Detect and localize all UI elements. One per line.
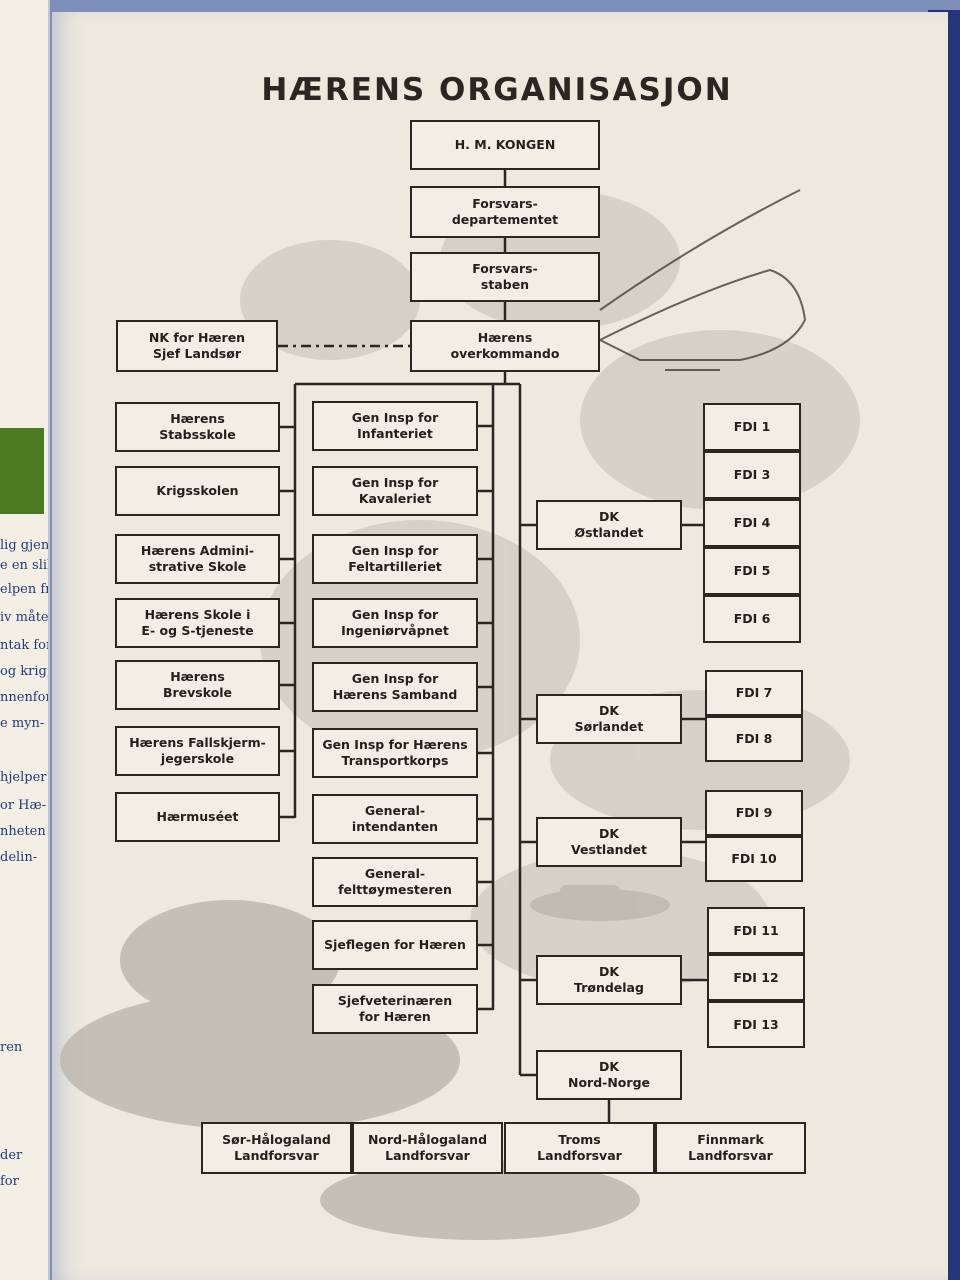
box-school: Krigsskolen — [115, 466, 280, 516]
left-page-text: delin- — [0, 850, 38, 865]
left-page-text: hjelper — [0, 770, 47, 785]
box-school: Hærens Brevskole — [115, 660, 280, 710]
box-inspector: Gen Insp for Hærens Transportkorps — [312, 728, 478, 778]
box-district-command: DK Trøndelag — [536, 955, 682, 1005]
box-district-command: DK Østlandet — [536, 500, 682, 550]
box-district-command: DK Nord-Norge — [536, 1050, 682, 1100]
box-inspector: Gen Insp for Infanteriet — [312, 401, 478, 451]
box-school: Hærmuséet — [115, 792, 280, 842]
left-page: lig gjen- e en slik elpen fr iv måte nta… — [0, 0, 50, 1280]
box-fdi: FDI 12 — [707, 954, 805, 1001]
tank-turret — [560, 885, 620, 903]
box-overkommando: Hærens overkommando — [410, 320, 600, 372]
box-fdi: FDI 10 — [705, 836, 803, 882]
box-landforsvar: Nord-Hålogaland Landforsvar — [352, 1122, 503, 1174]
left-page-text: og krig, — [0, 664, 50, 679]
box-school: Hærens Fallskjerm- jegerskole — [115, 726, 280, 776]
box-district-command: DK Vestlandet — [536, 817, 682, 867]
left-page-text: nheten — [0, 824, 46, 839]
box-inspector: General- intendanten — [312, 794, 478, 844]
box-fdi: FDI 7 — [705, 670, 803, 716]
box-inspector: Gen Insp for Hærens Samband — [312, 662, 478, 712]
box-fdi: FDI 3 — [703, 451, 801, 499]
box-fdi: FDI 11 — [707, 907, 805, 954]
left-page-text: ntak for — [0, 638, 50, 653]
left-page-text: lig gjen- — [0, 538, 50, 553]
box-school: Hærens Admini- strative Skole — [115, 534, 280, 584]
left-page-text: or Hæ- — [0, 798, 47, 813]
page-title: HÆRENS ORGANISASJON — [261, 72, 733, 108]
box-inspector: Gen Insp for Feltartilleriet — [312, 534, 478, 584]
green-band — [0, 428, 44, 514]
box-fdi: FDI 6 — [703, 595, 801, 643]
box-fdi: FDI 8 — [705, 716, 803, 762]
soldier-figure — [120, 900, 340, 1020]
left-page-text: der — [0, 1148, 23, 1163]
box-inspector: Gen Insp for Ingeniørvåpnet — [312, 598, 478, 648]
box-fdi: FDI 9 — [705, 790, 803, 836]
box-inspector: General- felttøymesteren — [312, 857, 478, 907]
box-school: Hærens Stabsskole — [115, 402, 280, 452]
box-fdi: FDI 5 — [703, 547, 801, 595]
box-landforsvar: Finnmark Landforsvar — [655, 1122, 806, 1174]
ground-shrub — [320, 1160, 640, 1240]
rotor-blade — [599, 189, 801, 311]
box-school: Hærens Skole i E- og S-tjeneste — [115, 598, 280, 648]
box-fdi: FDI 4 — [703, 499, 801, 547]
box-inspector: Sjeflegen for Hæren — [312, 920, 478, 970]
box-forsvarsstaben: Forsvars- staben — [410, 252, 600, 302]
left-page-text: e en slik — [0, 558, 50, 573]
box-fdi: FDI 1 — [703, 403, 801, 451]
left-page-text: elpen fr — [0, 582, 50, 597]
smoke-cloud — [240, 240, 420, 360]
box-inspector: Sjefveterinæren for Hæren — [312, 984, 478, 1034]
box-landforsvar: Troms Landforsvar — [504, 1122, 655, 1174]
helicopter-body — [597, 268, 807, 361]
box-kongen: H. M. KONGEN — [410, 120, 600, 170]
left-page-text: ren — [0, 1040, 23, 1055]
left-page-text: for — [0, 1174, 19, 1189]
box-nk-haeren: NK for Hæren Sjef Landsør — [116, 320, 278, 372]
box-inspector: Gen Insp for Kavaleriet — [312, 466, 478, 516]
left-page-text: e myn- — [0, 716, 45, 731]
box-landforsvar: Sør-Hålogaland Landforsvar — [201, 1122, 352, 1174]
box-fdi: FDI 13 — [707, 1001, 805, 1048]
left-page-text: iv måte — [0, 610, 49, 625]
left-page-text: nnenfor — [0, 690, 50, 705]
box-district-command: DK Sørlandet — [536, 694, 682, 744]
box-forsvarsdepartementet: Forsvars- departementet — [410, 186, 600, 238]
